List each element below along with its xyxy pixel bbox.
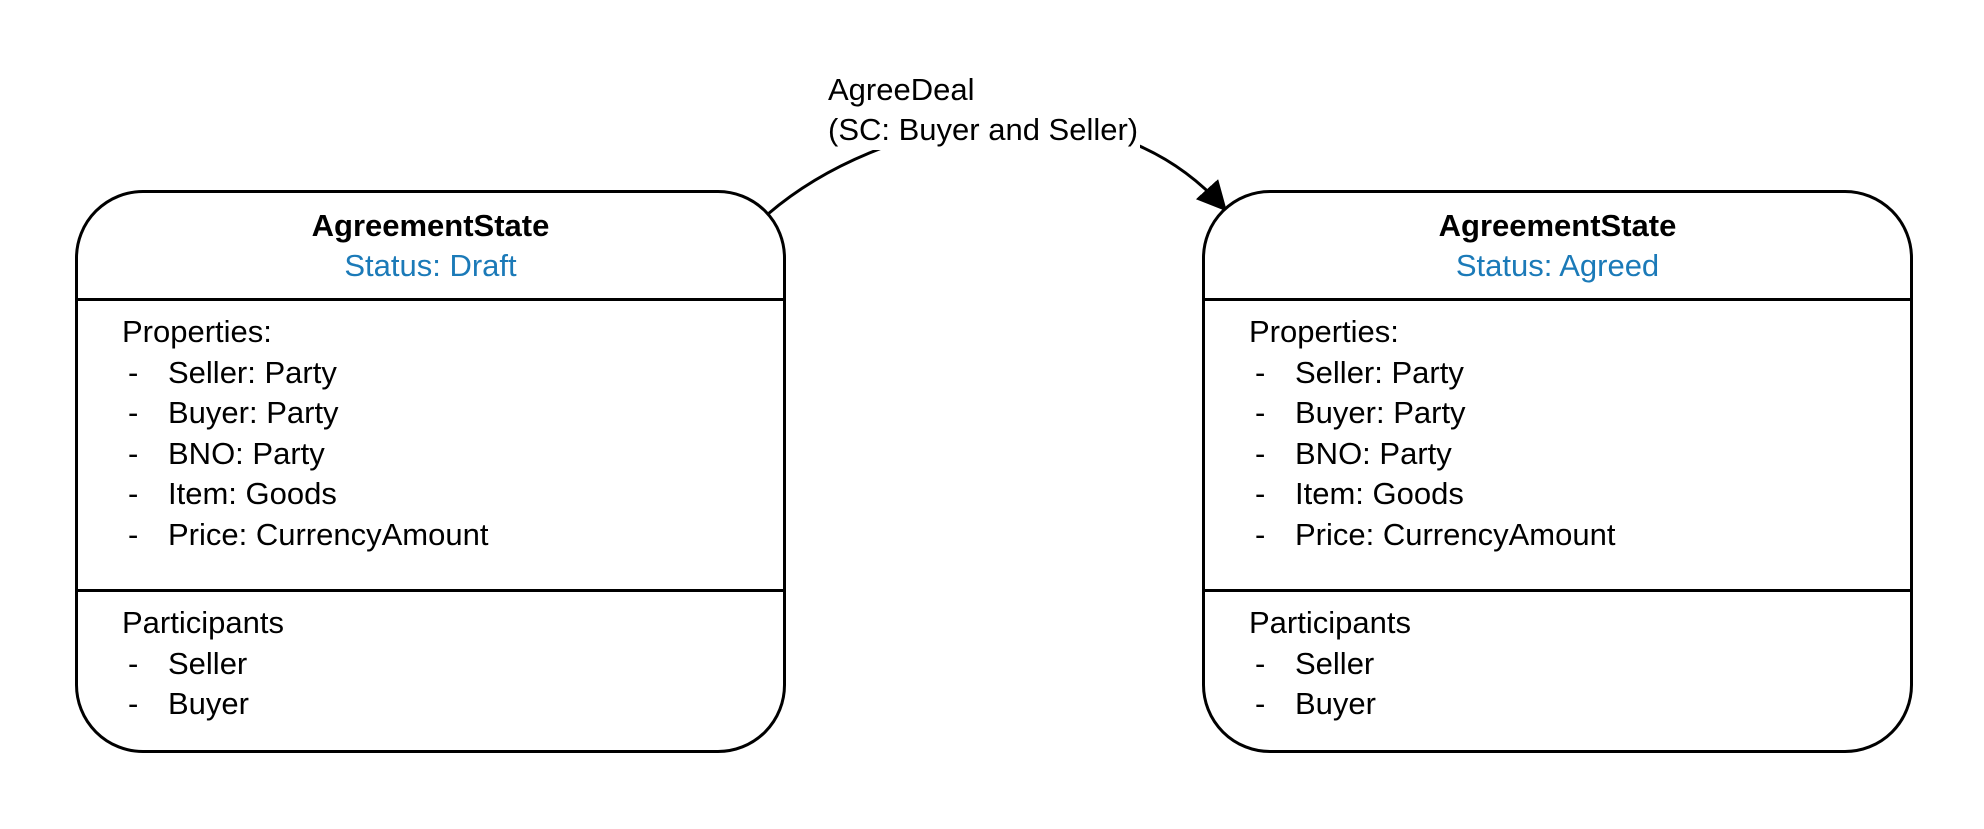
transition-condition: (SC: Buyer and Seller) (828, 112, 1139, 147)
bullet-dash: - (1255, 476, 1266, 511)
bullet-dash: - (1255, 435, 1266, 471)
participants-title: Participants (122, 605, 284, 640)
state-header: AgreementState Status: Draft (78, 193, 783, 301)
state-box-agreed[interactable]: AgreementState Status: Agreed Properties… (1202, 190, 1913, 753)
state-header: AgreementState Status: Agreed (1205, 193, 1910, 301)
property-item: -Price: CurrencyAmount (78, 515, 783, 556)
bullet-dash: - (128, 435, 139, 471)
property-text: Item: Goods (168, 476, 337, 511)
property-text: Item: Goods (1295, 476, 1464, 511)
state-name: AgreementState (1438, 208, 1677, 243)
properties-title: Properties: (122, 314, 272, 349)
property-item: -Seller: Party (78, 353, 783, 394)
participants-section: Participants -Seller -Buyer (1205, 592, 1910, 725)
bullet-dash: - (1255, 395, 1266, 430)
property-text: Seller: Party (168, 354, 337, 390)
bullet-dash: - (1255, 686, 1266, 721)
property-item: -Buyer: Party (1205, 393, 1910, 434)
property-item: -Item: Goods (1205, 474, 1910, 515)
property-text: Buyer: Party (1295, 395, 1466, 430)
property-item: -Item: Goods (78, 474, 783, 515)
property-item: -BNO: Party (78, 434, 783, 475)
transition-label: AgreeDeal (SC: Buyer and Seller) (826, 70, 1141, 150)
bullet-dash: - (1255, 354, 1266, 390)
bullet-dash: - (128, 395, 139, 430)
property-text: Price: CurrencyAmount (1295, 516, 1616, 552)
transition-name: AgreeDeal (828, 72, 975, 107)
property-text: Buyer: Party (168, 395, 339, 430)
property-text: Seller: Party (1295, 354, 1464, 390)
participant-text: Seller (168, 645, 248, 681)
state-status: Status: Draft (344, 248, 517, 283)
bullet-dash: - (1255, 645, 1266, 681)
property-text: BNO: Party (168, 435, 325, 471)
bullet-dash: - (128, 354, 139, 390)
state-box-draft[interactable]: AgreementState Status: Draft Properties:… (75, 190, 786, 753)
bullet-dash: - (128, 645, 139, 681)
property-text: BNO: Party (1295, 435, 1452, 471)
state-name: AgreementState (311, 208, 550, 243)
property-text: Price: CurrencyAmount (168, 516, 489, 552)
properties-section: Properties: -Seller: Party -Buyer: Party… (78, 301, 783, 592)
properties-title: Properties: (1249, 314, 1399, 349)
participants-section: Participants -Seller -Buyer (78, 592, 783, 725)
property-item: -Buyer: Party (78, 393, 783, 434)
participant-text: Buyer (1295, 686, 1376, 721)
bullet-dash: - (1255, 516, 1266, 552)
participant-item: -Seller (1205, 644, 1910, 685)
property-item: -BNO: Party (1205, 434, 1910, 475)
bullet-dash: - (128, 686, 139, 721)
participant-text: Buyer (168, 686, 249, 721)
bullet-dash: - (128, 516, 139, 552)
state-status: Status: Agreed (1455, 248, 1660, 283)
participant-item: -Seller (78, 644, 783, 685)
property-item: -Price: CurrencyAmount (1205, 515, 1910, 556)
participant-item: -Buyer (1205, 684, 1910, 725)
participant-text: Seller (1295, 645, 1375, 681)
participants-title: Participants (1249, 605, 1411, 640)
property-item: -Seller: Party (1205, 353, 1910, 394)
bullet-dash: - (128, 476, 139, 511)
participant-item: -Buyer (78, 684, 783, 725)
properties-section: Properties: -Seller: Party -Buyer: Party… (1205, 301, 1910, 592)
